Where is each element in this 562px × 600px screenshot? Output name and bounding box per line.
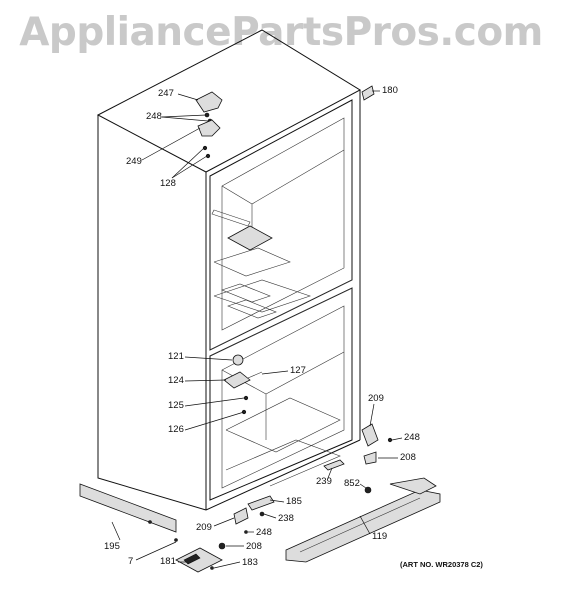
leader-lines [111, 90, 403, 569]
callout-208-bottom: 208 [246, 541, 262, 552]
callout-209-right: 209 [368, 393, 384, 404]
callout-247: 247 [158, 88, 174, 99]
callout-121: 121 [168, 351, 184, 362]
callout-125: 125 [168, 400, 184, 411]
callout-181: 181 [160, 556, 176, 567]
callout-7: 7 [128, 556, 134, 567]
callout-248-right: 248 [404, 432, 420, 443]
upper-compartment [209, 99, 353, 351]
lower-compartment [209, 279, 353, 501]
callout-238: 238 [278, 513, 294, 524]
right-hinge-parts [323, 423, 393, 494]
cabinet-shell [96, 29, 362, 511]
callout-249: 249 [126, 156, 142, 167]
grille [285, 477, 441, 563]
kick-panel [79, 483, 177, 533]
bottom-hinge-parts [174, 495, 275, 573]
callout-248-top: 248 [146, 111, 162, 122]
top-hinge-parts [195, 85, 375, 159]
callout-180: 180 [382, 85, 398, 96]
callout-183: 183 [242, 557, 258, 568]
callout-124: 124 [168, 375, 184, 386]
callout-209-left: 209 [196, 522, 212, 533]
callout-195: 195 [104, 541, 120, 552]
art-number: (ART NO. WR20378 C2) [400, 560, 483, 569]
callout-128: 128 [160, 178, 176, 189]
callout-852: 852 [344, 478, 360, 489]
callout-127: 127 [290, 365, 306, 376]
callout-119: 119 [372, 531, 388, 542]
callout-185: 185 [286, 496, 302, 507]
watermark: AppliancePartsPros.com [19, 10, 543, 55]
callout-239: 239 [316, 476, 332, 487]
center-hinge-parts [223, 354, 263, 415]
callout-208-right: 208 [400, 452, 416, 463]
callout-126: 126 [168, 424, 184, 435]
callout-248-bottom: 248 [256, 527, 272, 538]
